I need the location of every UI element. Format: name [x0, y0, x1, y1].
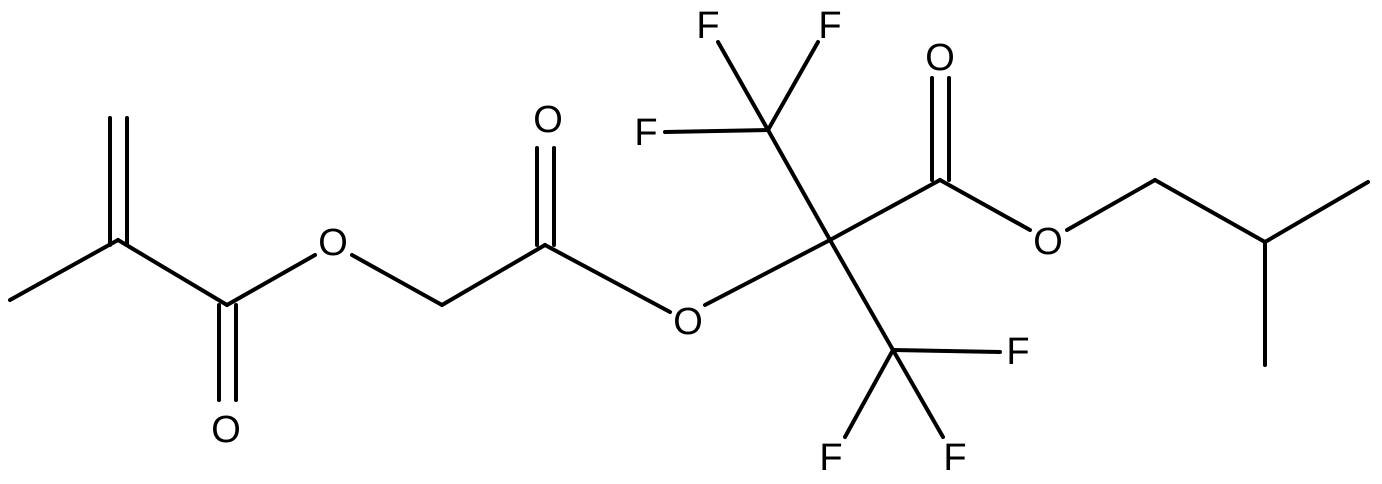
bond-cf3-top-f-right	[766, 40, 820, 132]
atom-o-ether: O	[673, 301, 703, 343]
atom-f-bottom-right: F	[1006, 331, 1029, 373]
bond-methyl-alkene-carbon	[8, 238, 120, 302]
bond-ch2-ch	[1153, 178, 1267, 244]
bond-cf3-bottom-f-mid	[891, 348, 945, 439]
atom-f-top-left: F	[634, 112, 657, 154]
bond-quaternary-cf3-top	[766, 128, 832, 242]
atom-o-carbonyl-isobutyl: O	[925, 37, 955, 79]
bond-carbonyl-ester-oxygen	[225, 253, 317, 307]
bond-cf3-top-f-mid	[716, 40, 770, 132]
bond-cf3-bottom-f-right	[891, 348, 1002, 354]
bond-methylene-carbonyl	[440, 243, 547, 307]
bond-quaternary-cf3-bottom	[828, 238, 895, 352]
bond-alkene-carbonyl-carbon	[116, 238, 229, 307]
atom-f-bottom-mid: F	[943, 437, 966, 479]
bond-ch-methyl-up	[1263, 180, 1370, 244]
atom-f-bottom-left: F	[819, 437, 842, 479]
bond-cf3-bottom-f-left	[843, 348, 895, 439]
bond-quaternary-carbonyl	[828, 178, 942, 242]
bond-ether-oxygen-quaternary	[703, 238, 832, 307]
bond-carbonyl-ether-oxygen	[543, 243, 672, 314]
atom-o-carbonyl-methacrylate: O	[211, 409, 241, 451]
bond-ester-oxygen-methylene	[350, 253, 444, 307]
bond-carbonyl-isobutyl-oxygen	[938, 178, 1032, 232]
bond-cf3-top-f-left	[663, 128, 770, 134]
atom-f-top-right: F	[818, 5, 841, 47]
atom-o-carbonyl-glycolate: O	[533, 99, 563, 141]
atom-o-ester-methacrylate: O	[318, 222, 348, 264]
atom-o-ester-isobutyl: O	[1033, 221, 1063, 263]
atom-f-top-mid: F	[696, 5, 719, 47]
bond-oxygen-ch2	[1065, 178, 1157, 232]
